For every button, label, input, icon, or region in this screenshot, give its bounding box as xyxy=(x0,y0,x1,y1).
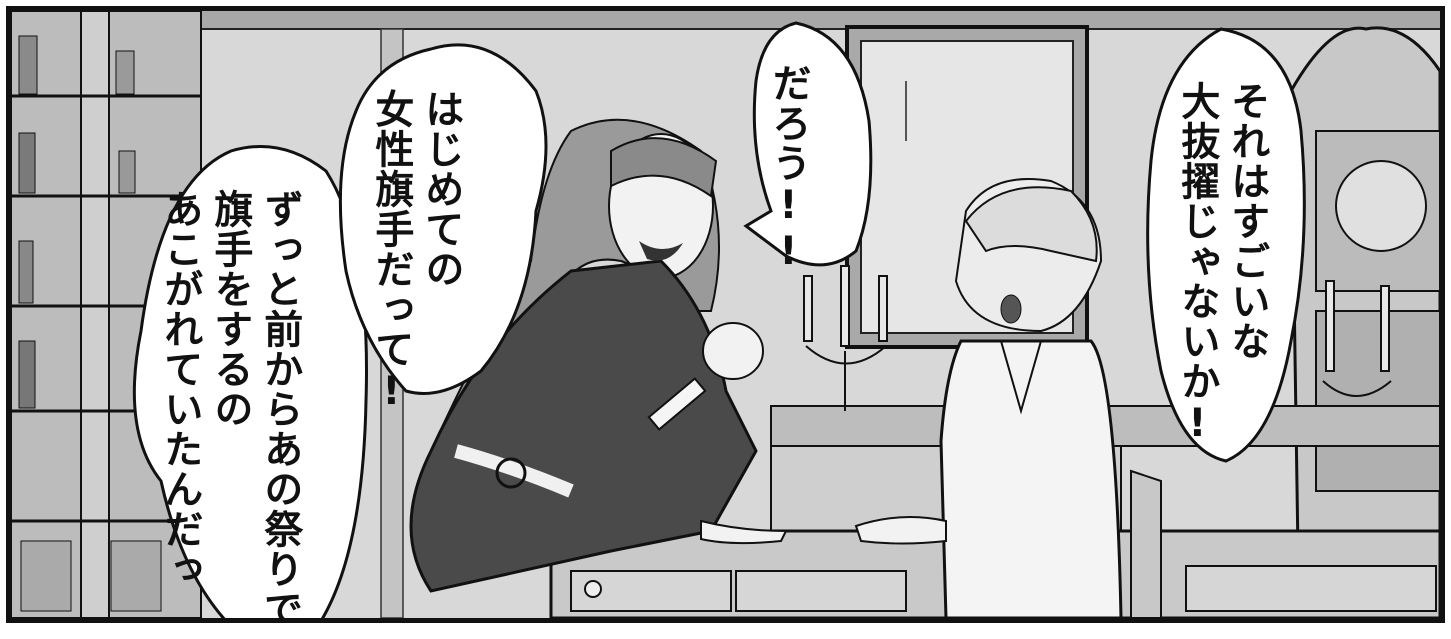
speech-bubble-left-text: ずっと前からあの祭りで 旗手をするの あこがれていたんだっ xyxy=(155,189,305,623)
man-character xyxy=(854,178,1162,618)
speech-bubble-middle-text: だろう!! xyxy=(763,63,813,275)
dialogue-line: だろう!! xyxy=(765,63,811,275)
speech-bubble xyxy=(743,21,873,267)
speech-bubble-right-text: それはすごいな 大抜擢じゃないか! xyxy=(1172,81,1272,447)
dialogue-line: はじめての xyxy=(418,89,464,289)
speech-bubble-middle-left-text: はじめての 女性旗手だって! xyxy=(366,89,466,415)
dialogue-line: 大抜擢じゃないか! xyxy=(1174,81,1220,447)
dialogue-line: 旗手をするの xyxy=(207,189,253,429)
dialogue-line: それはすごいな xyxy=(1224,81,1270,361)
dialogue-line: あこがれていたんだっ xyxy=(157,189,203,589)
speech-bubble xyxy=(338,43,548,395)
candelabra xyxy=(1322,280,1392,397)
grandfather-clock xyxy=(1289,26,1440,618)
manga-panel: ずっと前からあの祭りで 旗手をするの あこがれていたんだっ はじめての 女性旗手… xyxy=(6,6,1445,623)
dialogue-line: 女性旗手だって! xyxy=(368,89,414,415)
dialogue-line: ずっと前からあの祭りで xyxy=(257,189,303,623)
speech-bubble xyxy=(1146,27,1306,463)
library-scene xyxy=(11,11,1440,618)
candelabra xyxy=(803,265,888,411)
